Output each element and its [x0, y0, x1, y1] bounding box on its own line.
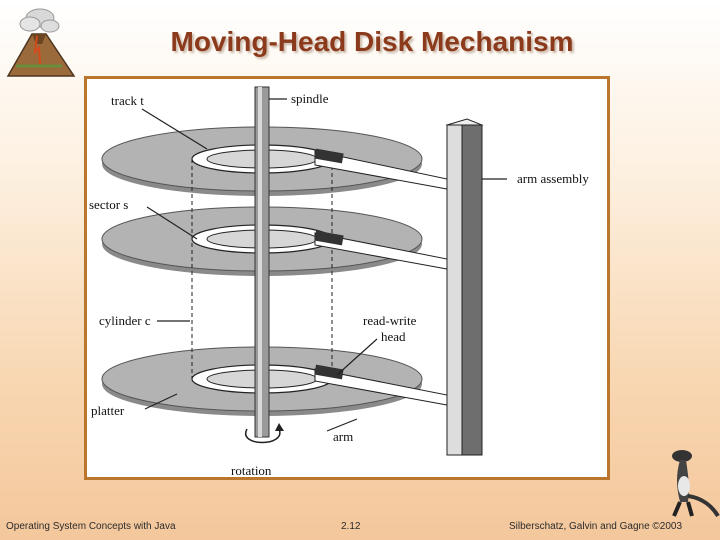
- read-write-label: read-write: [363, 313, 417, 328]
- platter-label: platter: [91, 403, 125, 418]
- arm-assembly-label: arm assembly: [517, 171, 589, 186]
- track-label: track t: [111, 93, 144, 108]
- footer-page-number: 2.12: [341, 521, 361, 532]
- sector-label: sector s: [89, 197, 128, 212]
- spindle-label: spindle: [291, 91, 329, 106]
- arm-assembly-column: [445, 118, 484, 456]
- cylinder-label: cylinder c: [99, 313, 151, 328]
- spindle: [254, 86, 270, 438]
- dinosaur-logo-icon: [672, 450, 720, 518]
- footer-right: Silberschatz, Galvin and Gagne ©2003: [509, 521, 683, 532]
- disk-mechanism-diagram: track t spindle arm assembly sector s cy…: [89, 86, 589, 477]
- arm-label: arm: [333, 429, 353, 444]
- footer-left: Operating System Concepts with Java: [6, 521, 176, 532]
- diagram-frame: track t spindle arm assembly sector s cy…: [84, 76, 610, 480]
- arm-top: [314, 148, 448, 190]
- arm-bottom: [314, 364, 448, 406]
- volcano-logo-icon: [6, 8, 76, 77]
- rotation-label: rotation: [231, 463, 272, 477]
- arm-middle: [314, 230, 448, 270]
- head-label: head: [381, 329, 406, 344]
- slide-title: Moving-Head Disk Mechanism: [170, 26, 574, 57]
